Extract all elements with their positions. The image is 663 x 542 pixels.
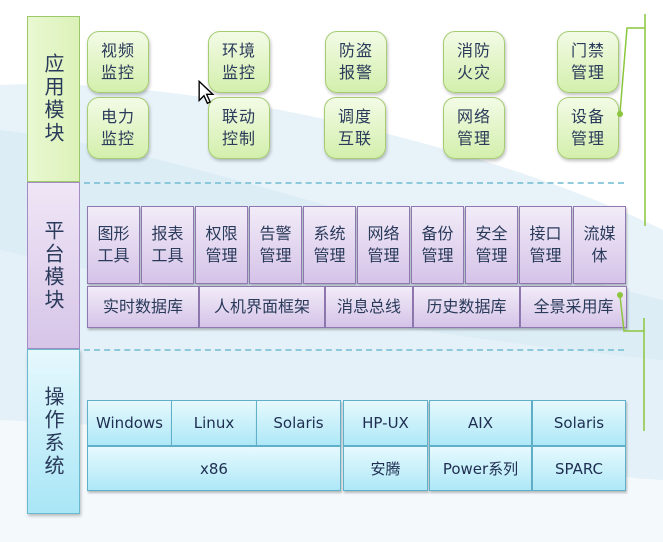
platform-service-box: 历史数据库 [413, 286, 520, 328]
os-hardware-box: 安腾 [343, 446, 428, 491]
layer-separator [84, 349, 624, 351]
app-module-box: 设备管理 [557, 97, 619, 159]
app-module-box: 联动控制 [208, 97, 270, 159]
platform-tool-box: 网络管理 [357, 206, 410, 284]
os-system-box: Solaris [256, 400, 341, 446]
platform-tool-box: 接口管理 [519, 206, 572, 284]
platform-tool-box: 图形工具 [87, 206, 140, 284]
platform-service-box: 全景采用库 [520, 286, 627, 328]
app-module-box: 消防火灾 [443, 31, 505, 93]
platform-service-box: 实时数据库 [87, 286, 199, 328]
os-system-box: Linux [171, 400, 257, 446]
platform-tool-box: 权限管理 [195, 206, 248, 284]
os-hardware-box: Power系列 [429, 446, 532, 491]
os-system-box: Windows [87, 400, 172, 446]
app-module-box: 防盗报警 [325, 31, 387, 93]
app-module-box: 视频监控 [87, 31, 149, 93]
os-hardware-box: x86 [87, 446, 341, 491]
os-layer-label: 操作系统 [27, 349, 80, 514]
platform-tool-box: 告警管理 [249, 206, 302, 284]
app-module-box: 调度互联 [324, 97, 386, 159]
mouse-cursor-icon [198, 80, 215, 105]
platform-service-box: 消息总线 [325, 286, 413, 328]
application-layer-label: 应用模块 [27, 16, 80, 182]
platform-tool-box: 备份管理 [411, 206, 464, 284]
os-system-box: HP-UX [343, 400, 428, 446]
os-system-box: AIX [429, 400, 532, 446]
layer-separator [84, 182, 624, 184]
platform-layer-label: 平台模块 [27, 182, 80, 349]
platform-tool-box: 安全管理 [465, 206, 518, 284]
os-hardware-box: SPARC [532, 446, 626, 491]
app-module-box: 环境监控 [208, 31, 270, 93]
platform-tool-box: 系统管理 [303, 206, 356, 284]
app-module-box: 电力监控 [87, 97, 149, 159]
app-module-box: 门禁管理 [557, 31, 619, 93]
platform-tool-box: 流媒体 [573, 206, 626, 284]
platform-service-box: 人机界面框架 [199, 286, 325, 328]
platform-tool-box: 报表工具 [141, 206, 194, 284]
app-module-box: 网络管理 [443, 97, 505, 159]
os-system-box: Solaris [532, 400, 626, 446]
